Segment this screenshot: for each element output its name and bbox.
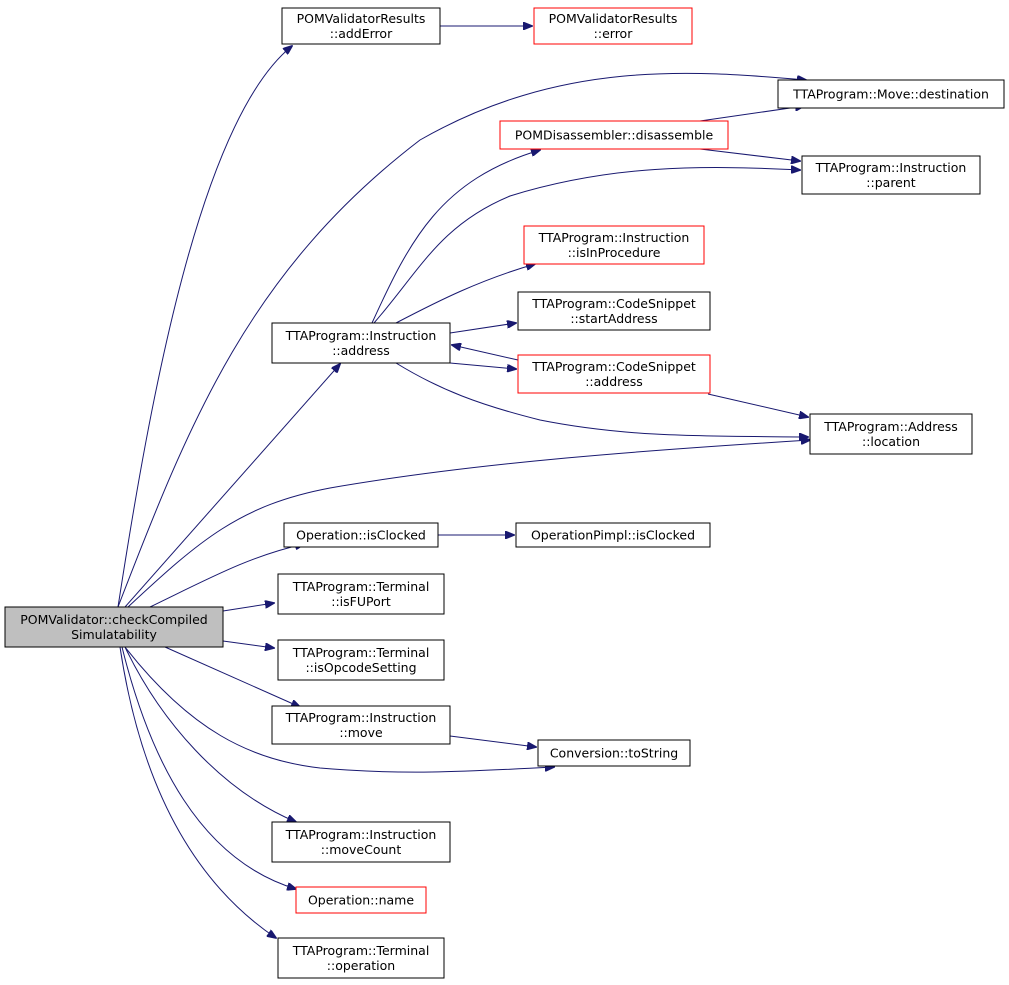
node-label-line: Operation::name	[308, 893, 414, 908]
edge-instrAddress-to-snippetAddress	[449, 362, 516, 369]
node-isInProcedure[interactable]: TTAProgram::Instruction::isInProcedure	[523, 225, 705, 265]
edges-layer	[117, 26, 810, 938]
node-label-line: TTAProgram::Instruction	[538, 230, 690, 245]
node-label-line: TTAProgram::CodeSnippet	[531, 296, 696, 311]
node-label-line: ::operation	[327, 958, 395, 973]
node-box	[283, 522, 439, 548]
edge-root-to-moveCount	[124, 646, 296, 822]
node-label-line: ::moveCount	[321, 842, 402, 857]
node-box	[271, 322, 451, 364]
node-isOpcodeSetting[interactable]: TTAProgram::Terminal::isOpcodeSetting	[277, 639, 445, 681]
node-box	[277, 937, 445, 979]
node-label-line: TTAProgram::Instruction	[815, 160, 967, 175]
node-opName[interactable]: Operation::name	[295, 886, 427, 914]
node-instrMove[interactable]: TTAProgram::Instruction::move	[271, 705, 451, 745]
node-label-line: ::location	[862, 434, 920, 449]
node-box	[277, 639, 445, 681]
node-label-line: POMDisassembler::disassemble	[515, 128, 714, 143]
edge-root-to-isOpcodeSetting	[222, 640, 274, 648]
node-box	[295, 886, 427, 914]
node-label-line: OperationPimpl::isClocked	[531, 528, 695, 543]
edge-root-to-addError	[117, 46, 292, 608]
edge-root-to-moveDestination	[117, 72, 806, 608]
node-label-line: TTAProgram::CodeSnippet	[531, 359, 696, 374]
node-box	[517, 291, 711, 331]
node-box	[499, 120, 729, 150]
node-label-line: Operation::isClocked	[296, 528, 426, 543]
node-disassemble[interactable]: POMDisassembler::disassemble	[499, 120, 729, 150]
node-isFUPort[interactable]: TTAProgram::Terminal::isFUPort	[277, 573, 445, 615]
nodes-layer: POMValidator::checkCompiledSimulatabilit…	[4, 7, 1005, 979]
edge-instrAddress-to-isInProcedure	[395, 264, 535, 324]
edge-root-to-termOperation	[119, 646, 276, 938]
node-termOperation[interactable]: TTAProgram::Terminal::operation	[277, 937, 445, 979]
node-box	[515, 522, 711, 548]
edge-root-to-toString	[124, 646, 554, 773]
node-label-line: TTAProgram::Move::destination	[792, 87, 989, 102]
node-label-line: TTAProgram::Terminal	[292, 943, 430, 958]
node-error[interactable]: POMValidatorResults::error	[533, 7, 693, 45]
edge-root-to-instrMove	[164, 646, 300, 707]
node-label-line: ::startAddress	[570, 311, 657, 326]
edge-root-to-addrLocation	[127, 440, 810, 608]
node-box	[809, 413, 973, 455]
edge-snippetAddress-to-instrAddress	[452, 345, 519, 361]
node-box	[4, 606, 224, 648]
node-box	[801, 155, 981, 195]
edge-instrAddress-to-addrLocation	[395, 362, 808, 437]
node-label-line: ::isFUPort	[331, 594, 391, 609]
node-label-line: Simulatability	[71, 627, 157, 642]
node-box	[523, 225, 705, 265]
node-startAddress[interactable]: TTAProgram::CodeSnippet::startAddress	[517, 291, 711, 331]
node-box	[777, 79, 1005, 109]
node-label-line: Conversion::toString	[550, 746, 678, 761]
node-addrLocation[interactable]: TTAProgram::Address::location	[809, 413, 973, 455]
edge-root-to-opName	[121, 646, 296, 889]
node-label-line: POMValidatorResults	[549, 11, 678, 26]
node-box	[537, 739, 691, 767]
node-opIsClocked[interactable]: Operation::isClocked	[283, 522, 439, 548]
node-instrAddress[interactable]: TTAProgram::Instruction::address	[271, 322, 451, 364]
node-label-line: TTAProgram::Address	[823, 419, 958, 434]
edge-snippetAddress-to-addrLocation	[707, 393, 808, 417]
edge-instrMove-to-toString	[449, 735, 536, 747]
node-box	[533, 7, 693, 45]
edge-root-to-isFUPort	[222, 603, 274, 612]
node-box	[271, 821, 451, 863]
node-toString[interactable]: Conversion::toString	[537, 739, 691, 767]
node-label-line: ::parent	[866, 175, 915, 190]
node-label-line: ::error	[594, 26, 634, 41]
edge-instrAddress-to-startAddress	[449, 323, 516, 334]
node-label-line: ::addError	[330, 26, 393, 41]
node-label-line: ::address	[585, 374, 643, 389]
node-label-line: ::move	[339, 725, 383, 740]
node-root[interactable]: POMValidator::checkCompiledSimulatabilit…	[4, 606, 224, 648]
edge-root-to-opIsClocked	[149, 544, 304, 608]
node-moveDestination[interactable]: TTAProgram::Move::destination	[777, 79, 1005, 109]
node-label-line: TTAProgram::Instruction	[285, 827, 437, 842]
node-label-line: ::address	[332, 343, 390, 358]
node-addError[interactable]: POMValidatorResults::addError	[281, 7, 441, 45]
node-label-line: TTAProgram::Instruction	[285, 328, 437, 343]
node-label-line: TTAProgram::Terminal	[292, 645, 430, 660]
node-label-line: POMValidatorResults	[297, 11, 426, 26]
node-label-line: ::isInProcedure	[568, 245, 661, 260]
node-snippetAddress[interactable]: TTAProgram::CodeSnippet::address	[517, 354, 711, 394]
node-box	[277, 573, 445, 615]
node-label-line: ::isOpcodeSetting	[305, 660, 416, 675]
edge-instrAddress-to-disassemble	[371, 150, 540, 324]
node-label-line: TTAProgram::Terminal	[292, 579, 430, 594]
node-label-line: POMValidator::checkCompiled	[20, 612, 208, 627]
node-box	[271, 705, 451, 745]
node-box	[281, 7, 441, 45]
node-moveCount[interactable]: TTAProgram::Instruction::moveCount	[271, 821, 451, 863]
node-pimplIsClocked[interactable]: OperationPimpl::isClocked	[515, 522, 711, 548]
edge-disassemble-to-instrParent	[699, 148, 800, 161]
edge-instrAddress-to-instrParent	[373, 168, 800, 324]
node-box	[517, 354, 711, 394]
edge-root-to-instrAddress	[124, 364, 340, 608]
node-instrParent[interactable]: TTAProgram::Instruction::parent	[801, 155, 981, 195]
node-label-line: TTAProgram::Instruction	[285, 710, 437, 725]
